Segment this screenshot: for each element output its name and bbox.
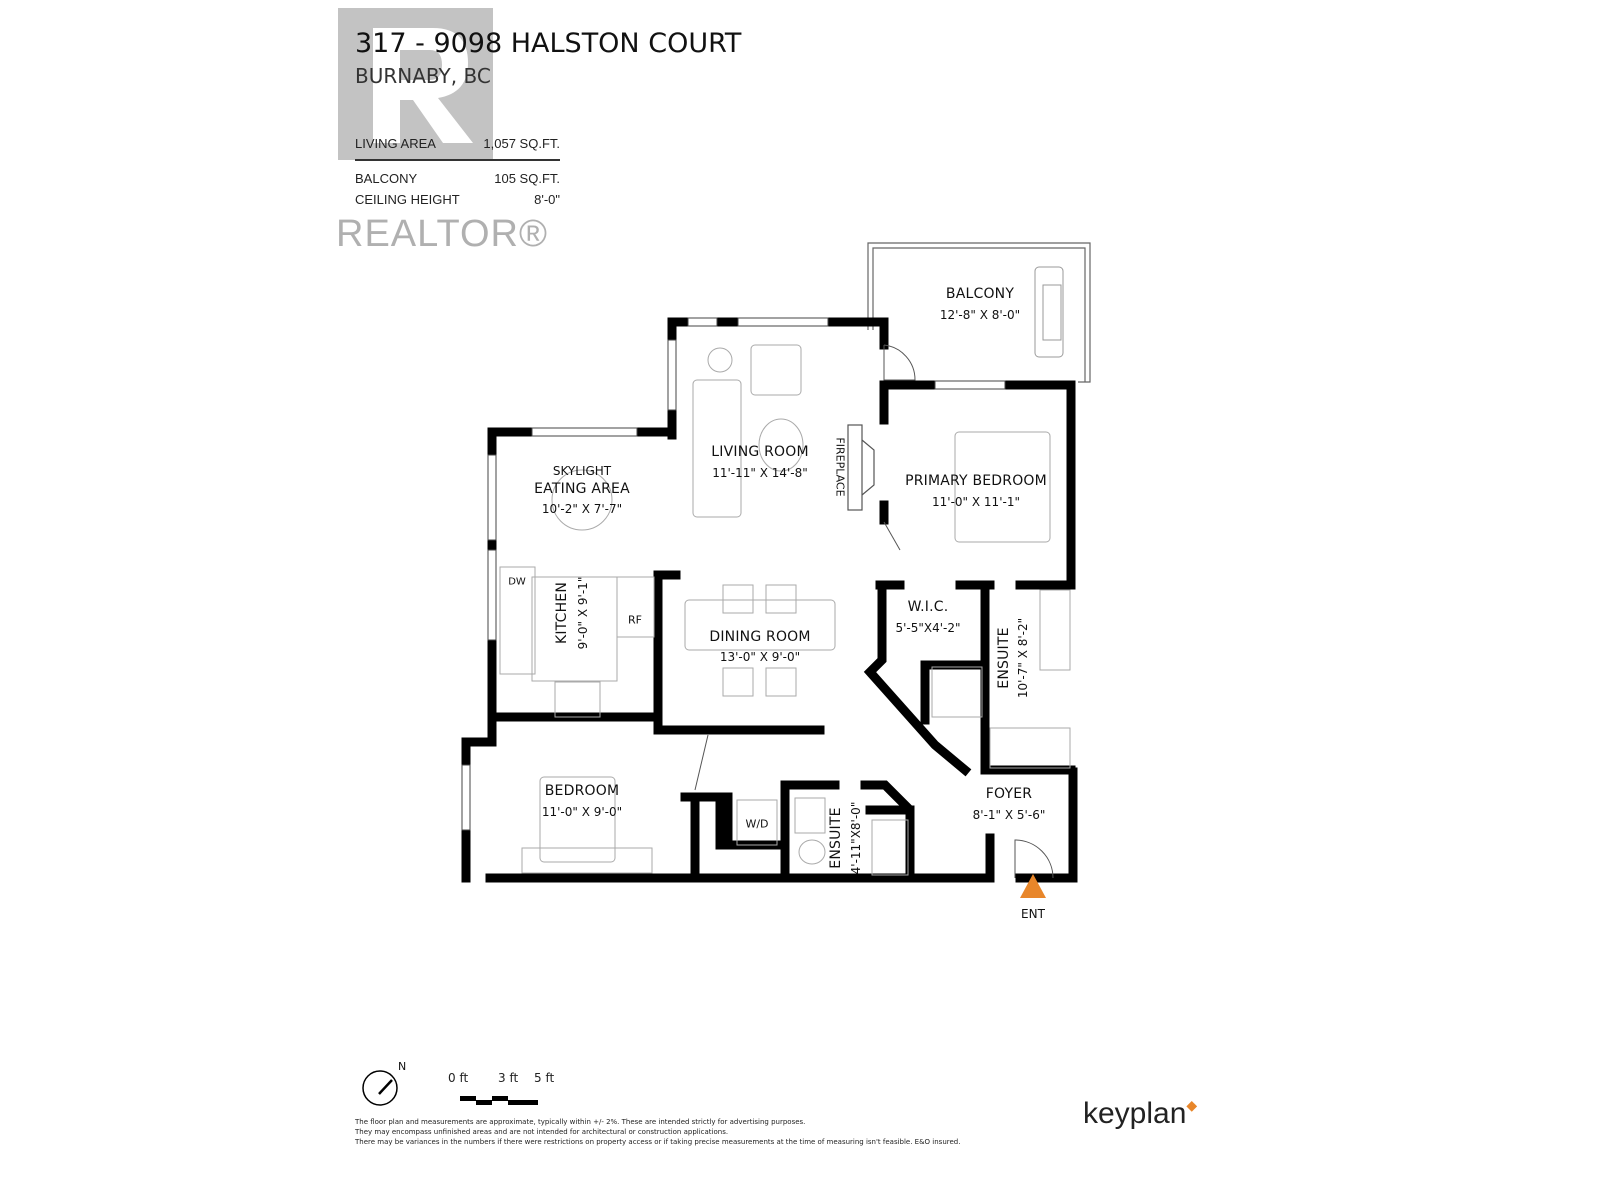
scale-label-0: 0 ft <box>448 1071 469 1085</box>
entry-label: ENT <box>1021 907 1045 921</box>
room-name-living-room: LIVING ROOM <box>711 444 809 460</box>
scale-bar <box>460 1096 538 1105</box>
dishwasher-label: DW <box>508 576 526 588</box>
stat-label-living-area: LIVING AREA <box>355 136 436 151</box>
keyplan-logo: keyplan◆ <box>1083 1097 1197 1131</box>
scale-label-5: 5 ft <box>534 1071 555 1085</box>
legal-disclaimer: The floor plan and measurements are appr… <box>355 1117 960 1147</box>
stats-divider <box>355 159 560 161</box>
north-compass <box>362 1070 398 1106</box>
room-dims-living-room: 11'-11" X 14'-8" <box>712 466 808 480</box>
disclaimer-line: There may be variances in the numbers if… <box>355 1138 961 1146</box>
entry-marker <box>1020 874 1046 898</box>
room-dims-ensuite: 4'-11"X8'-0" <box>849 801 863 875</box>
room-name-foyer: FOYER <box>985 786 1033 802</box>
walls <box>461 317 1078 883</box>
stat-value-ceiling-height: 8'-0" <box>534 192 560 207</box>
realtor-watermark-text: REALTOR® <box>336 213 548 255</box>
doors <box>694 344 1054 879</box>
room-name-wic: W.I.C. <box>907 599 949 615</box>
stat-value-living-area: 1,057 SQ.FT. <box>483 136 560 151</box>
room-name-primary-bedroom: PRIMARY BEDROOM <box>905 473 1047 489</box>
room-name-dining-room: DINING ROOM <box>709 629 811 645</box>
room-dims-dining-room: 13'-0" X 9'-0" <box>719 650 801 664</box>
room-name-balcony: BALCONY <box>945 286 1015 302</box>
room-dims-bedroom: 11'-0" X 9'-0" <box>541 805 623 819</box>
property-city: BURNABY, BC <box>355 64 491 88</box>
room-dims-primary-bedroom: 11'-0" X 11'-1" <box>932 495 1020 509</box>
disclaimer-line: The floor plan and measurements are appr… <box>355 1118 806 1126</box>
north-label: N <box>398 1060 407 1073</box>
balcony-furniture <box>1034 266 1064 358</box>
skylight-note: SKYLIGHT <box>552 464 612 478</box>
room-dims-kitchen: 9'-0" X 9'-1" <box>576 576 590 650</box>
washer-dryer-label: W/D <box>745 817 769 831</box>
room-name-primary-ensuite: ENSUITE <box>996 627 1012 689</box>
room-dims-primary-ensuite: 10'-7" X 8'-2" <box>1016 617 1030 699</box>
room-name-eating-area: EATING AREA <box>534 481 630 497</box>
room-name-kitchen: KITCHEN <box>554 581 570 645</box>
fireplace-label: FIREPLACE <box>833 437 847 497</box>
room-dims-eating-area: 10'-2" X 7'-7" <box>541 502 623 516</box>
room-name-bedroom: BEDROOM <box>544 783 620 799</box>
property-address: 317 - 9098 HALSTON COURT <box>355 28 742 59</box>
realtor-watermark-logo <box>338 8 493 160</box>
fox-icon: ◆ <box>1186 1097 1198 1113</box>
room-dims-foyer: 8'-1" X 5'-6" <box>972 808 1046 822</box>
room-name-ensuite: ENSUITE <box>828 807 844 869</box>
windows <box>461 317 1006 831</box>
disclaimer-line: They may encompass unfinished areas and … <box>355 1128 729 1136</box>
fridge-label: RF <box>628 613 642 627</box>
stat-value-balcony: 105 SQ.FT. <box>494 171 560 186</box>
stat-label-balcony: BALCONY <box>355 171 418 186</box>
room-dims-balcony: 12'-8" X 8'-0" <box>939 308 1021 322</box>
scale-label-3: 3 ft <box>498 1071 519 1085</box>
stat-label-ceiling-height: CEILING HEIGHT <box>355 192 460 207</box>
keyplan-wordmark: keyplan <box>1083 1097 1187 1130</box>
furniture <box>499 344 1071 876</box>
balcony-outline <box>867 242 1091 383</box>
room-dims-wic: 5'-5"X4'-2" <box>895 621 961 635</box>
fireplace <box>847 424 875 511</box>
